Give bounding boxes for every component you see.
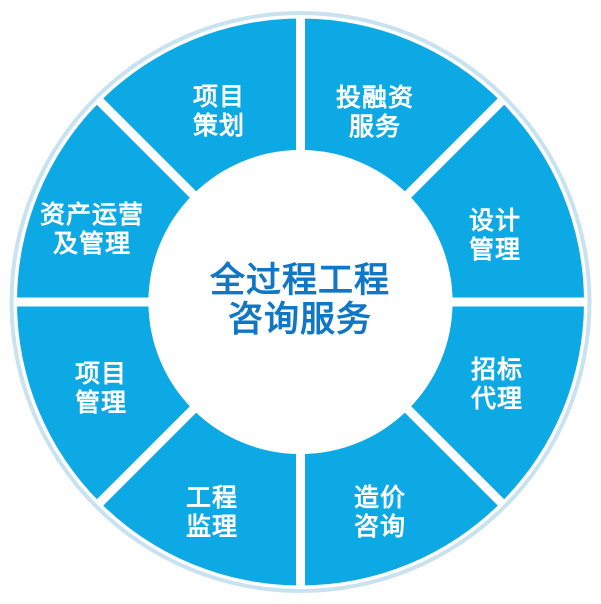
segment-label-bidding-agency: 招标 代理: [471, 355, 523, 413]
segment-label-line: 投融资: [335, 83, 415, 112]
segment-label-line: 工程: [185, 483, 239, 512]
segment-label-engineering-supervision: 工程 监理: [186, 483, 238, 541]
segment-label-line: 资产运营: [39, 200, 145, 229]
segment-label-investment-financing-service: 投融资 服务: [336, 83, 414, 141]
center-title: 全过程工程 咨询服务: [210, 262, 390, 340]
segment-label-line: 设计: [468, 206, 522, 235]
segment-label-line: 项目: [74, 359, 128, 388]
segment-label-design-management: 设计 管理: [469, 206, 521, 264]
segment-label-line: 管理: [468, 235, 522, 264]
segment-label-line: 代理: [470, 384, 524, 413]
segment-label-line: 造价: [353, 483, 407, 512]
segment-label-project-planning: 项目 策划: [193, 82, 245, 140]
center-title-line: 全过程工程: [209, 261, 391, 301]
segment-label-cost-consulting: 造价 咨询: [354, 483, 406, 541]
segment-label-line: 咨询: [353, 512, 407, 541]
segment-label-line: 项目: [192, 82, 246, 111]
segment-label-line: 招标: [470, 355, 524, 384]
center-circle: [148, 150, 453, 454]
center-title-line: 咨询服务: [227, 300, 373, 340]
segment-label-project-management: 项目 管理: [75, 359, 127, 417]
segment-label-line: 策划: [192, 111, 246, 140]
segment-label-line: 服务: [348, 112, 402, 141]
segment-label-line: 监理: [185, 512, 239, 541]
segment-label-line: 及管理: [52, 229, 132, 258]
segment-label-asset-operation-and-management: 资产运营 及管理: [40, 200, 144, 258]
segment-sectors: [17, 18, 584, 586]
segment-label-line: 管理: [74, 388, 128, 417]
